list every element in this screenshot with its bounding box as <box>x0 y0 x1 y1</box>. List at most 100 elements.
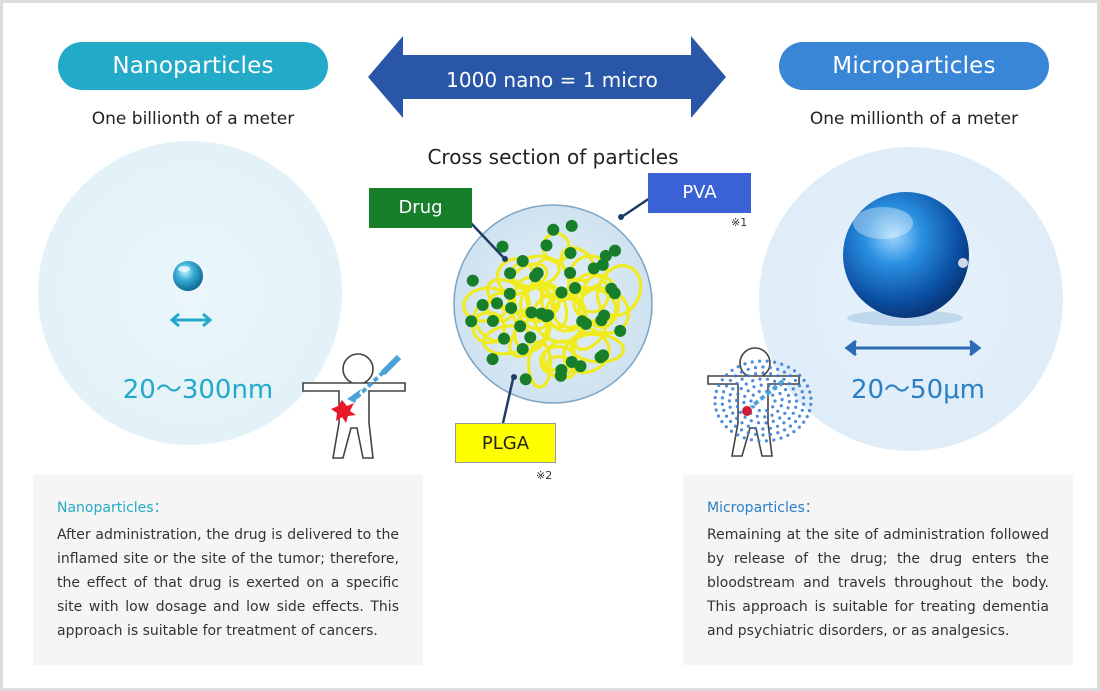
released-drug-dot <box>788 424 793 428</box>
released-drug-dot <box>783 411 787 415</box>
released-drug-dot <box>761 427 765 431</box>
micro-size-range: 20～50μm <box>850 375 986 405</box>
released-drug-dot <box>805 384 810 388</box>
drug-molecule <box>580 317 592 330</box>
released-drug-dot <box>740 377 744 381</box>
released-drug-dot <box>763 415 767 419</box>
released-drug-dot <box>742 400 746 405</box>
released-drug-dot <box>768 426 773 430</box>
plga-label: PLGA <box>455 423 556 463</box>
nano-human-figure-icon <box>302 353 406 459</box>
drug-molecule <box>491 297 503 310</box>
released-drug-dot <box>808 409 812 413</box>
released-drug-dot <box>722 408 726 412</box>
nano-size-range: 20～300nm <box>122 375 274 405</box>
released-drug-dot <box>808 390 812 394</box>
released-drug-dot <box>782 377 786 381</box>
drug-molecule <box>535 307 548 320</box>
released-drug-dot <box>786 433 790 437</box>
pva-label: PVA <box>648 173 751 213</box>
released-drug-dot <box>727 399 732 403</box>
micro-size-arrow-icon <box>844 339 982 357</box>
released-drug-dot <box>725 373 729 377</box>
drug-molecule <box>574 360 587 373</box>
released-drug-dot <box>746 424 750 428</box>
released-drug-dot <box>743 394 747 398</box>
drug-molecule <box>605 282 618 295</box>
released-drug-dot <box>716 414 721 418</box>
drug-molecule <box>555 364 568 376</box>
released-drug-dot <box>792 369 797 373</box>
released-drug-dot <box>767 384 771 388</box>
drug-molecule <box>466 274 479 287</box>
released-drug-dot <box>749 399 753 403</box>
drug-molecule <box>565 219 578 232</box>
released-drug-dot <box>756 421 761 425</box>
released-drug-dot <box>805 415 809 419</box>
released-drug-dot <box>749 438 754 442</box>
released-drug-dot <box>795 399 799 403</box>
released-drug-dot <box>786 406 790 410</box>
released-drug-dot <box>746 389 750 393</box>
released-drug-dot <box>776 367 780 371</box>
released-drug-dot <box>788 374 793 378</box>
released-drug-dot <box>751 379 755 383</box>
released-drug-dot <box>749 419 753 423</box>
released-drug-dot <box>797 414 802 418</box>
released-drug-dot <box>787 382 791 386</box>
released-drug-dot <box>786 365 791 369</box>
released-drug-dot <box>743 362 747 366</box>
released-drug-dot <box>736 392 740 396</box>
nanoparticles-header: Nanoparticles <box>58 42 328 90</box>
released-drug-dot <box>779 436 783 440</box>
released-drug-dot <box>729 429 734 433</box>
drug-molecule <box>609 244 621 257</box>
drug-molecule <box>505 302 518 314</box>
released-drug-dot <box>776 431 780 435</box>
nano-injection-icon <box>331 354 402 423</box>
released-drug-dot <box>754 372 758 376</box>
released-drug-dot <box>752 385 756 389</box>
released-drug-dot <box>740 428 744 432</box>
drug-molecule <box>519 373 532 386</box>
drug-molecule <box>498 332 510 345</box>
released-drug-dot <box>769 372 773 376</box>
released-drug-dot <box>753 366 758 370</box>
nano-size-arrow-icon <box>169 312 213 328</box>
released-drug-dot <box>735 416 739 420</box>
released-drug-dot <box>802 420 806 424</box>
released-drug-dot <box>780 397 784 402</box>
released-drug-dot <box>771 393 775 397</box>
drug-molecule <box>524 331 537 344</box>
drug-pointer-line <box>468 220 504 258</box>
released-drug-dot <box>786 393 791 397</box>
released-drug-dot <box>731 411 735 415</box>
released-drug-dot <box>802 378 806 382</box>
drug-molecule <box>504 267 517 280</box>
released-drug-dot <box>782 421 786 425</box>
released-drug-dot <box>765 408 769 413</box>
released-drug-dot <box>778 416 782 420</box>
released-drug-dot <box>728 378 733 383</box>
released-drug-dot <box>773 379 777 383</box>
released-drug-dot <box>720 396 725 400</box>
released-drug-dot <box>778 391 782 396</box>
drug-molecule <box>465 315 478 328</box>
plga-pointer-line <box>501 378 515 424</box>
drug-molecule <box>531 267 544 280</box>
drug-molecule <box>525 306 538 319</box>
microparticles-header: Microparticles <box>779 42 1049 90</box>
drug-molecule <box>514 320 527 333</box>
released-drug-dot <box>802 396 806 400</box>
released-drug-dot <box>765 377 770 381</box>
released-drug-dot <box>782 428 787 432</box>
drug-molecule <box>486 315 499 327</box>
nano-description-panel: Nanoparticles： After administration, the… <box>33 475 423 665</box>
released-drug-dot <box>775 424 780 428</box>
drug-molecule <box>587 262 600 275</box>
released-drug-dot <box>714 408 718 412</box>
released-drug-dot <box>797 384 802 388</box>
micro-particle-icon <box>843 192 969 326</box>
released-drug-dot <box>761 365 765 369</box>
drug-molecule <box>614 324 627 337</box>
